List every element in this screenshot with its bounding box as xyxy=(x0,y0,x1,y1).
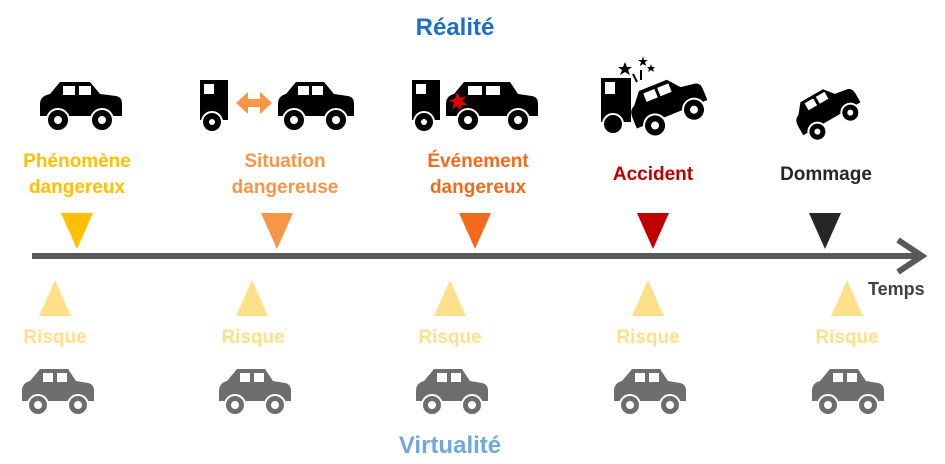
risk-marker xyxy=(236,280,268,316)
risk-label: Risque xyxy=(815,327,879,348)
stage-label-phenomene: Phénomène dangereux xyxy=(23,151,131,198)
reality-title: Réalité xyxy=(415,14,495,41)
virtuality-title: Virtualité xyxy=(398,432,502,459)
stage-marker-situation xyxy=(261,213,293,249)
time-axis-label: Temps xyxy=(868,279,925,299)
risk-label: Risque xyxy=(418,327,482,348)
risk-marker xyxy=(434,280,466,316)
virtual-car-icon xyxy=(219,369,291,416)
risk-marker xyxy=(632,280,664,316)
stage-label-situation: Situation dangereuse xyxy=(231,151,339,198)
risk-marker xyxy=(831,280,863,316)
virtual-car-icon xyxy=(812,369,884,416)
stage-marker-dommage xyxy=(809,213,841,249)
stage-label-dommage: Dommage xyxy=(780,164,872,185)
stage-label-accident: Accident xyxy=(612,164,694,185)
stage-marker-evenement xyxy=(459,213,491,249)
risk-label: Risque xyxy=(616,327,680,348)
stage-marker-phenomene xyxy=(61,213,93,249)
risk-marker xyxy=(39,280,71,316)
car-icon xyxy=(40,82,122,132)
virtual-car-icon xyxy=(22,369,94,416)
stage-label-evenement: Événement dangereux xyxy=(427,151,529,198)
crash-icon xyxy=(601,56,708,138)
risk-label: Risque xyxy=(221,327,285,348)
risk-label: Risque xyxy=(23,327,87,348)
stage-marker-accident xyxy=(637,213,669,249)
virtual-car-icon xyxy=(416,369,488,416)
virtual-car-icon xyxy=(614,369,686,416)
truck-car-approach-icon xyxy=(200,80,354,133)
overturned-car-icon xyxy=(796,89,861,142)
truck-car-impact-icon xyxy=(412,80,538,133)
